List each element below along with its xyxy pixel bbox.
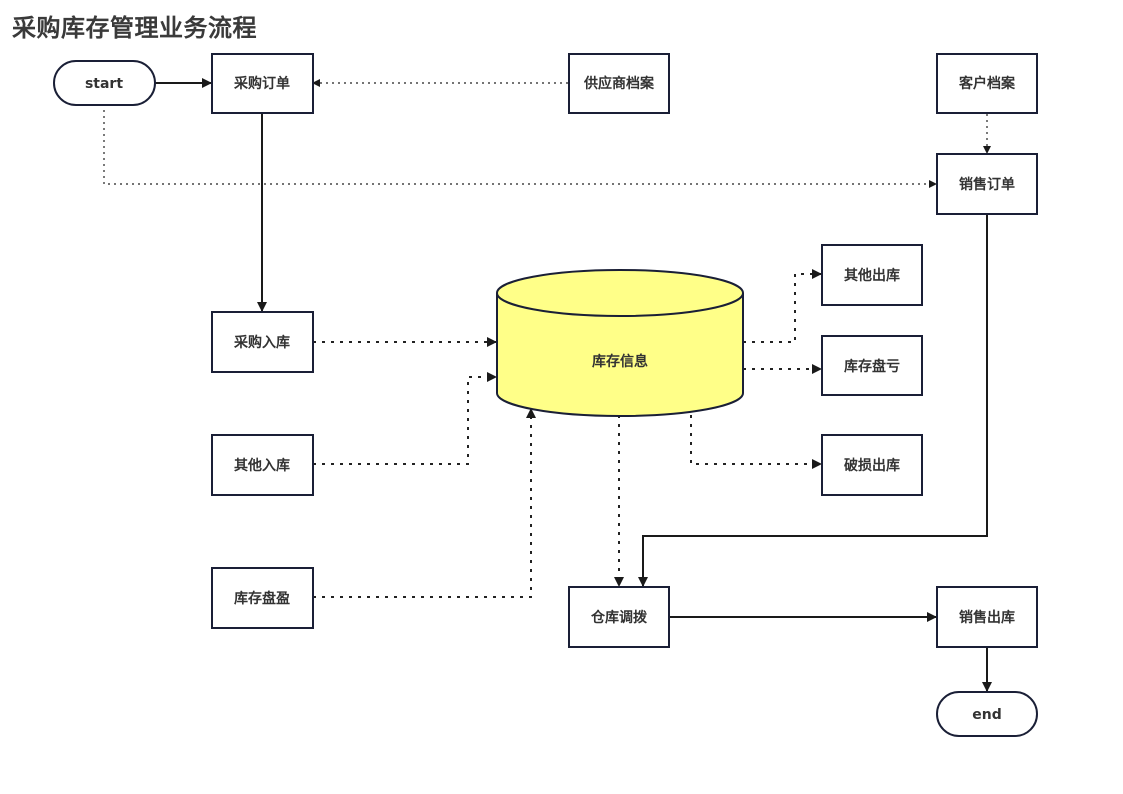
node-sales-outbound-label: 销售出库 [959,609,1015,626]
edge-inventory-to-damage-outbound [690,415,822,469]
page-title: 采购库存管理业务流程 [12,14,257,42]
node-sales-order-label: 销售订单 [959,176,1015,193]
node-start[interactable]: start [53,60,156,106]
node-stock-surplus[interactable]: 库存盘盈 [211,567,314,629]
node-stock-loss[interactable]: 库存盘亏 [821,335,923,396]
edge-surplus-to-inventory [313,408,536,598]
node-other-outbound[interactable]: 其他出库 [821,244,923,306]
node-end[interactable]: end [936,691,1038,737]
node-sales-outbound[interactable]: 销售出库 [936,586,1038,648]
node-warehouse-transfer-label: 仓库调拨 [590,609,648,626]
node-other-inbound[interactable]: 其他入库 [211,434,314,496]
node-purchase-order[interactable]: 采购订单 [211,53,314,114]
node-inventory-info[interactable]: 库存信息 [496,269,744,417]
connectors [103,78,992,692]
edge-inventory-to-other-outbound [743,269,822,343]
edge-sales-order-to-transfer [638,215,988,587]
node-damage-outbound-label: 破损出库 [844,457,900,474]
database-top [496,269,744,317]
node-purchase-order-label: 采购订单 [233,75,290,92]
edge-other-inbound-to-inventory [313,372,497,465]
node-inventory-info-label: 库存信息 [592,353,648,370]
node-sales-order[interactable]: 销售订单 [936,153,1038,215]
node-purchase-inbound[interactable]: 采购入库 [211,311,314,373]
edge-start-to-sales-order [103,110,937,188]
node-end-label: end [972,707,1001,723]
node-customer-file[interactable]: 客户档案 [936,53,1038,114]
node-purchase-inbound-label: 采购入库 [233,334,290,351]
node-damage-outbound[interactable]: 破损出库 [821,434,923,496]
node-warehouse-transfer[interactable]: 仓库调拨 [568,586,670,648]
node-start-label: start [85,76,123,92]
node-customer-file-label: 客户档案 [958,75,1016,92]
node-supplier-file-label: 供应商档案 [583,75,655,92]
node-supplier-file[interactable]: 供应商档案 [568,53,670,114]
node-other-outbound-label: 其他出库 [844,267,900,284]
node-stock-loss-label: 库存盘亏 [844,358,900,375]
node-stock-surplus-label: 库存盘盈 [234,590,290,607]
node-other-inbound-label: 其他入库 [234,457,290,474]
